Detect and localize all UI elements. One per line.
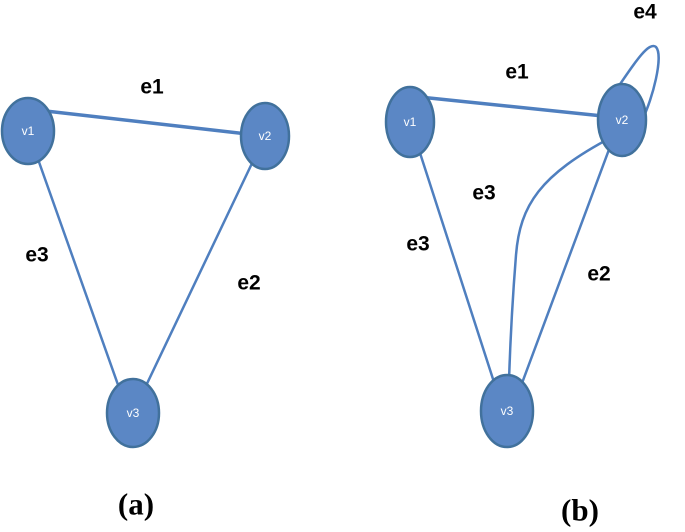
graph-b-label-e2: e2 <box>587 263 610 286</box>
node-label: v3 <box>127 406 140 420</box>
graph-a-node-v1: v1 <box>0 96 56 166</box>
node-label: v2 <box>616 113 629 127</box>
node-circle <box>0 96 56 166</box>
graph-a-edge-e2 <box>131 134 267 415</box>
graph-b: v1 v2 v3 e1 e2 e3 e3 e4 (b) <box>384 1 660 528</box>
graph-b-label-e3: e3 <box>472 182 495 205</box>
graph-a-label-e1: e1 <box>140 76 164 99</box>
node-circle <box>596 82 648 158</box>
graph-a-node-v2: v2 <box>239 101 291 171</box>
graph-b-node-v3: v3 <box>479 373 535 449</box>
graph-b-label-e1: e1 <box>505 61 529 84</box>
graph-a-caption: (a) <box>118 487 154 522</box>
graph-b-edge-e1 <box>408 94 624 120</box>
graph-b-caption: (b) <box>561 493 599 528</box>
node-circle <box>384 85 436 159</box>
graph-a-label-e3: e3 <box>25 244 48 267</box>
graph-b-edge-curve <box>507 135 614 382</box>
graph-b-label-e4: e4 <box>633 1 657 24</box>
graph-a-label-e2: e2 <box>237 272 260 295</box>
graph-a: v1 v2 v3 e1 e2 e3 (a) <box>0 76 291 522</box>
graph-a-edge-e1 <box>26 107 267 138</box>
node-label: v1 <box>22 124 35 138</box>
node-label: v3 <box>501 404 514 418</box>
node-circle <box>239 101 291 171</box>
graph-b-edge-e4-loop <box>610 44 660 120</box>
graph-a-node-v3: v3 <box>105 377 161 449</box>
graph-b-label-e3-lower: e3 <box>406 233 429 256</box>
graph-b-edge-e3 <box>408 120 505 412</box>
graph-b-edge-e2 <box>510 118 622 412</box>
graph-b-node-v1: v1 <box>384 85 436 159</box>
node-circle <box>105 377 161 449</box>
graph-b-node-v2: v2 <box>596 82 648 158</box>
graph-a-edge-e3 <box>26 129 130 415</box>
node-label: v2 <box>259 129 272 143</box>
node-label: v1 <box>404 115 417 129</box>
node-circle <box>479 373 535 449</box>
